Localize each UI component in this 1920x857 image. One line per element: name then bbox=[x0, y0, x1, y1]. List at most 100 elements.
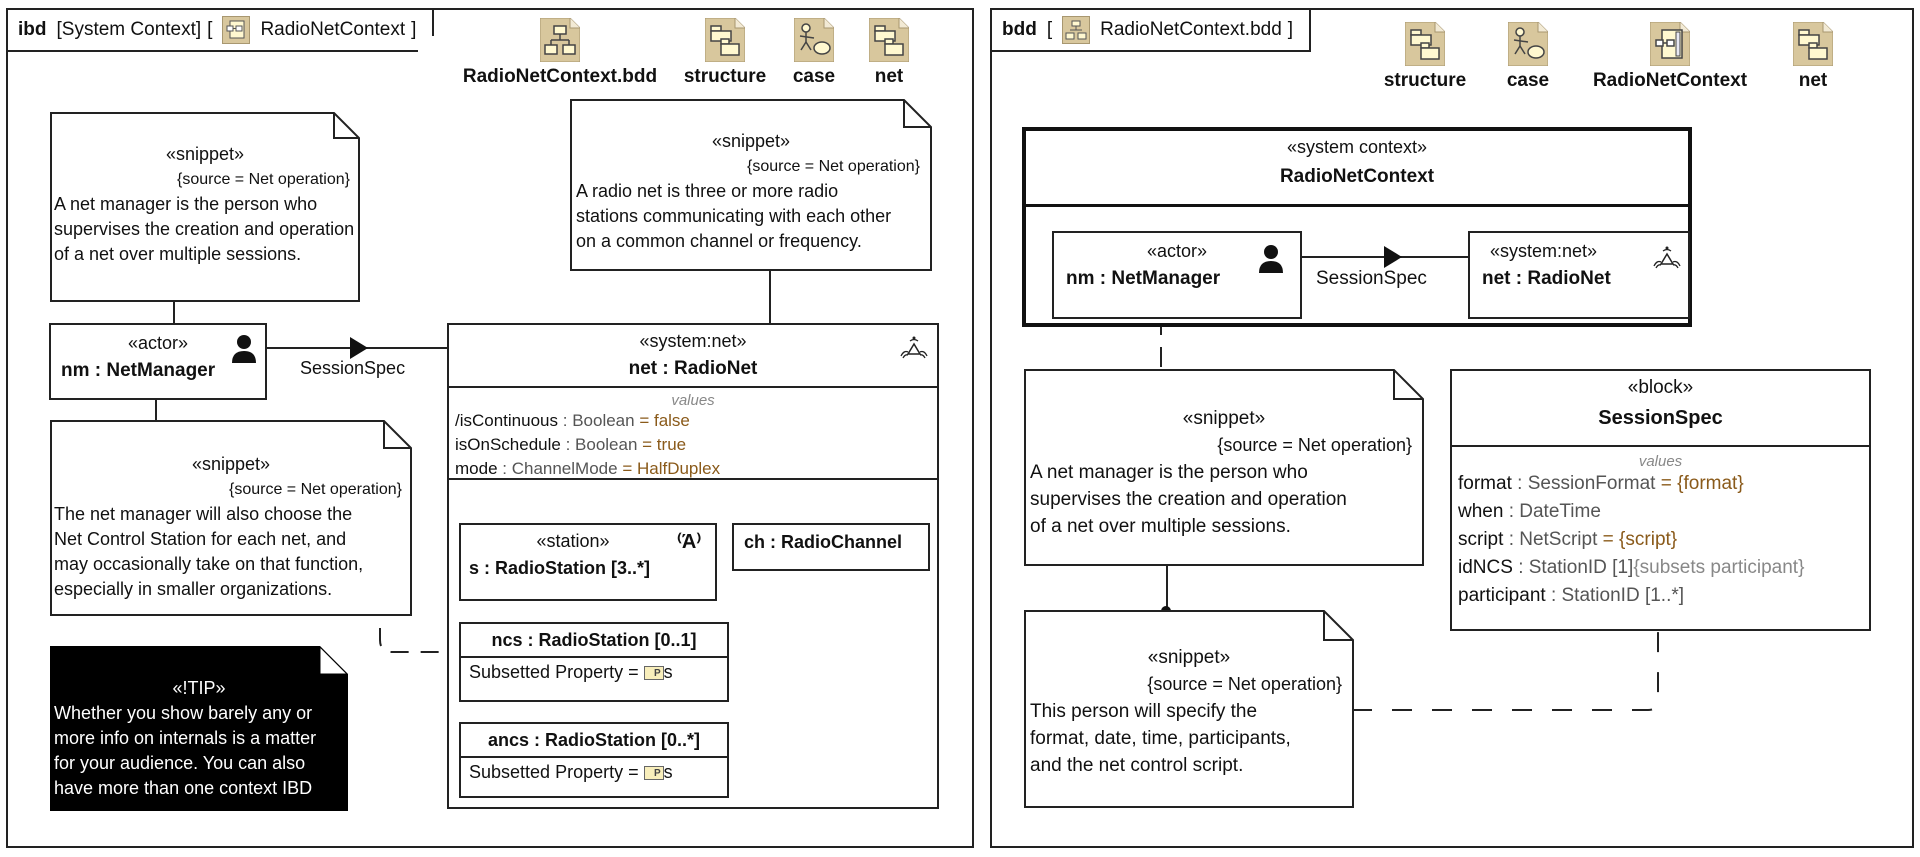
shortcut-label: net bbox=[1798, 70, 1828, 91]
diagram-context-element: RadioNetContext.bdd bbox=[1100, 19, 1282, 40]
ibd-frame-header: ibd [System Context] [ RadioNetContext ] bbox=[6, 8, 435, 52]
block-name: SessionSpec bbox=[1598, 407, 1723, 429]
part-radio-net[interactable]: «system:net» net : RadioNet bbox=[1468, 231, 1690, 319]
part-stereotype: «actor» bbox=[127, 333, 189, 353]
actor-icon bbox=[1259, 245, 1283, 273]
part-name: ch : RadioChannel bbox=[744, 532, 903, 552]
actor-icon bbox=[232, 335, 256, 363]
shortcut-label: net bbox=[874, 66, 904, 87]
note-line: This person will specify the bbox=[1030, 701, 1258, 722]
shortcut-structure[interactable]: structure bbox=[1375, 21, 1475, 92]
note-line: especially in smaller organizations. bbox=[54, 579, 333, 599]
tip-stereotype: «!TIP» bbox=[172, 678, 226, 698]
note-stereotype: «snippet» bbox=[711, 131, 791, 151]
bracket: [ bbox=[207, 19, 213, 40]
bracket: ] bbox=[1287, 19, 1294, 40]
diagram-context-element: RadioNetContext bbox=[260, 19, 406, 40]
ibd-diagram-icon bbox=[1649, 21, 1691, 67]
tip-line: more info on internals is a matter bbox=[54, 728, 317, 748]
note-line: supervises the creation and operation bbox=[54, 219, 355, 239]
diagram-kind: ibd bbox=[18, 19, 47, 40]
value-property: format : SessionFormat = {format} bbox=[1458, 473, 1744, 494]
part-name: nm : NetManager bbox=[61, 360, 216, 381]
shortcut-structure[interactable]: structure bbox=[680, 17, 770, 88]
shortcut-label: RadioNetContext bbox=[1592, 70, 1748, 91]
ibd-diagram-icon bbox=[222, 16, 251, 44]
note-source: {source = Net operation} bbox=[746, 158, 920, 175]
values-compartment-label: values bbox=[1638, 453, 1683, 470]
package-diagram-icon bbox=[1792, 21, 1834, 67]
snippet-note-session-spec: «snippet» {source = Net operation} This … bbox=[1024, 610, 1354, 808]
package-diagram-icon bbox=[1404, 21, 1446, 67]
value-property: participant : StationID [1..*] bbox=[1458, 585, 1685, 606]
shortcut-radionetcontext[interactable]: RadioNetContext bbox=[1575, 21, 1765, 92]
block-sessionspec[interactable]: «block» SessionSpec values format : Sess… bbox=[1450, 369, 1871, 631]
diagram-name: [System Context] bbox=[56, 19, 202, 40]
snippet-note-net-manager: «snippet» {source = Net operation} A net… bbox=[1024, 369, 1424, 566]
part-radio-net[interactable]: «system:net» net : RadioNet values /isCo… bbox=[447, 323, 939, 809]
note-line: of a net over multiple sessions. bbox=[1030, 516, 1291, 537]
connector-label-sessionspec: SessionSpec bbox=[1316, 268, 1427, 289]
package-diagram-icon bbox=[868, 17, 910, 63]
part-radio-channel[interactable]: ch : RadioChannel bbox=[732, 523, 930, 571]
part-name: net : RadioNet bbox=[1482, 268, 1611, 289]
shortcut-label: structure bbox=[683, 66, 767, 87]
block-name: RadioNetContext bbox=[1279, 166, 1435, 187]
note-line: and the net control script. bbox=[1030, 755, 1244, 776]
bdd-frame-header: bdd [ RadioNetContext.bdd ] bbox=[990, 8, 1312, 52]
note-line: Net Control Station for each net, and bbox=[54, 529, 347, 549]
note-line: may occasionally take on that function, bbox=[54, 554, 364, 574]
note-line: stations communicating with each other bbox=[576, 206, 892, 226]
use-case-diagram-icon bbox=[793, 17, 835, 63]
shortcut-label: case bbox=[1506, 70, 1550, 91]
value-property: isOnSchedule : Boolean = true bbox=[455, 435, 687, 454]
note-line: The net manager will also choose the bbox=[54, 504, 353, 524]
radio-net-icon bbox=[900, 336, 928, 359]
package-diagram-icon bbox=[704, 17, 746, 63]
tip-line: Whether you show barely any or bbox=[54, 703, 313, 723]
note-source: {source = Net operation} bbox=[176, 171, 350, 188]
part-ancs[interactable]: ancs : RadioStation [0..*] Subsetted Pro… bbox=[459, 722, 729, 798]
tip-line: have more than one context IBD bbox=[54, 778, 313, 798]
diagram-kind: bdd bbox=[1002, 19, 1037, 40]
bracket: ] bbox=[411, 19, 417, 40]
note-line: A net manager is the person who bbox=[1030, 462, 1308, 483]
radio-net-icon bbox=[1653, 246, 1681, 269]
note-line: on a common channel or frequency. bbox=[576, 231, 862, 251]
shortcut-net[interactable]: net bbox=[1778, 21, 1848, 92]
note-stereotype: «snippet» bbox=[191, 454, 271, 474]
part-name: ancs : RadioStation [0..*] bbox=[461, 724, 727, 758]
value-property: /isContinuous : Boolean = false bbox=[455, 411, 690, 430]
note-line: supervises the creation and operation bbox=[1030, 489, 1347, 510]
shortcut-case[interactable]: case bbox=[779, 17, 849, 88]
shortcut-net[interactable]: net bbox=[854, 17, 924, 88]
note-source: {source = Net operation} bbox=[1217, 435, 1412, 455]
property-icon: P bbox=[643, 666, 664, 681]
note-stereotype: «snippet» bbox=[165, 144, 245, 164]
part-net-manager[interactable]: «actor» nm : NetManager bbox=[49, 323, 267, 400]
shortcut-label: RadioNetContext.bdd bbox=[462, 66, 658, 87]
shortcut-label: case bbox=[792, 66, 836, 87]
part-stereotype: «system:net» bbox=[1490, 241, 1598, 261]
note-source: {source = Net operation} bbox=[228, 481, 402, 498]
value-property: idNCS : StationID [1]{subsets participan… bbox=[1458, 557, 1805, 578]
part-ncs[interactable]: ncs : RadioStation [0..1] Subsetted Prop… bbox=[459, 622, 729, 702]
part-name: net : RadioNet bbox=[628, 358, 758, 379]
tip-note: «!TIP» Whether you show barely any or mo… bbox=[50, 646, 348, 811]
property-icon: P bbox=[643, 766, 664, 781]
part-name: ncs : RadioStation [0..1] bbox=[461, 624, 727, 658]
block-stereotype: «block» bbox=[1627, 377, 1694, 398]
note-line: of a net over multiple sessions. bbox=[54, 244, 302, 264]
sessionspec-connector bbox=[1302, 246, 1472, 268]
part-net-manager[interactable]: «actor» nm : NetManager bbox=[1052, 231, 1302, 319]
flow-arrow-icon bbox=[1384, 246, 1402, 268]
block-radionetcontext[interactable]: «system context» RadioNetContext «actor»… bbox=[1022, 127, 1692, 327]
shortcut-radionetcontext-bdd[interactable]: RadioNetContext.bdd bbox=[455, 17, 665, 88]
shortcut-case[interactable]: case bbox=[1493, 21, 1563, 92]
part-radio-station[interactable]: «station» s : RadioStation [3..*] ⁽Ά⁾ bbox=[459, 523, 717, 601]
value-property: mode : ChannelMode = HalfDuplex bbox=[455, 459, 721, 478]
value-property: script : NetScript = {script} bbox=[1458, 529, 1678, 550]
part-stereotype: «station» bbox=[536, 531, 610, 551]
